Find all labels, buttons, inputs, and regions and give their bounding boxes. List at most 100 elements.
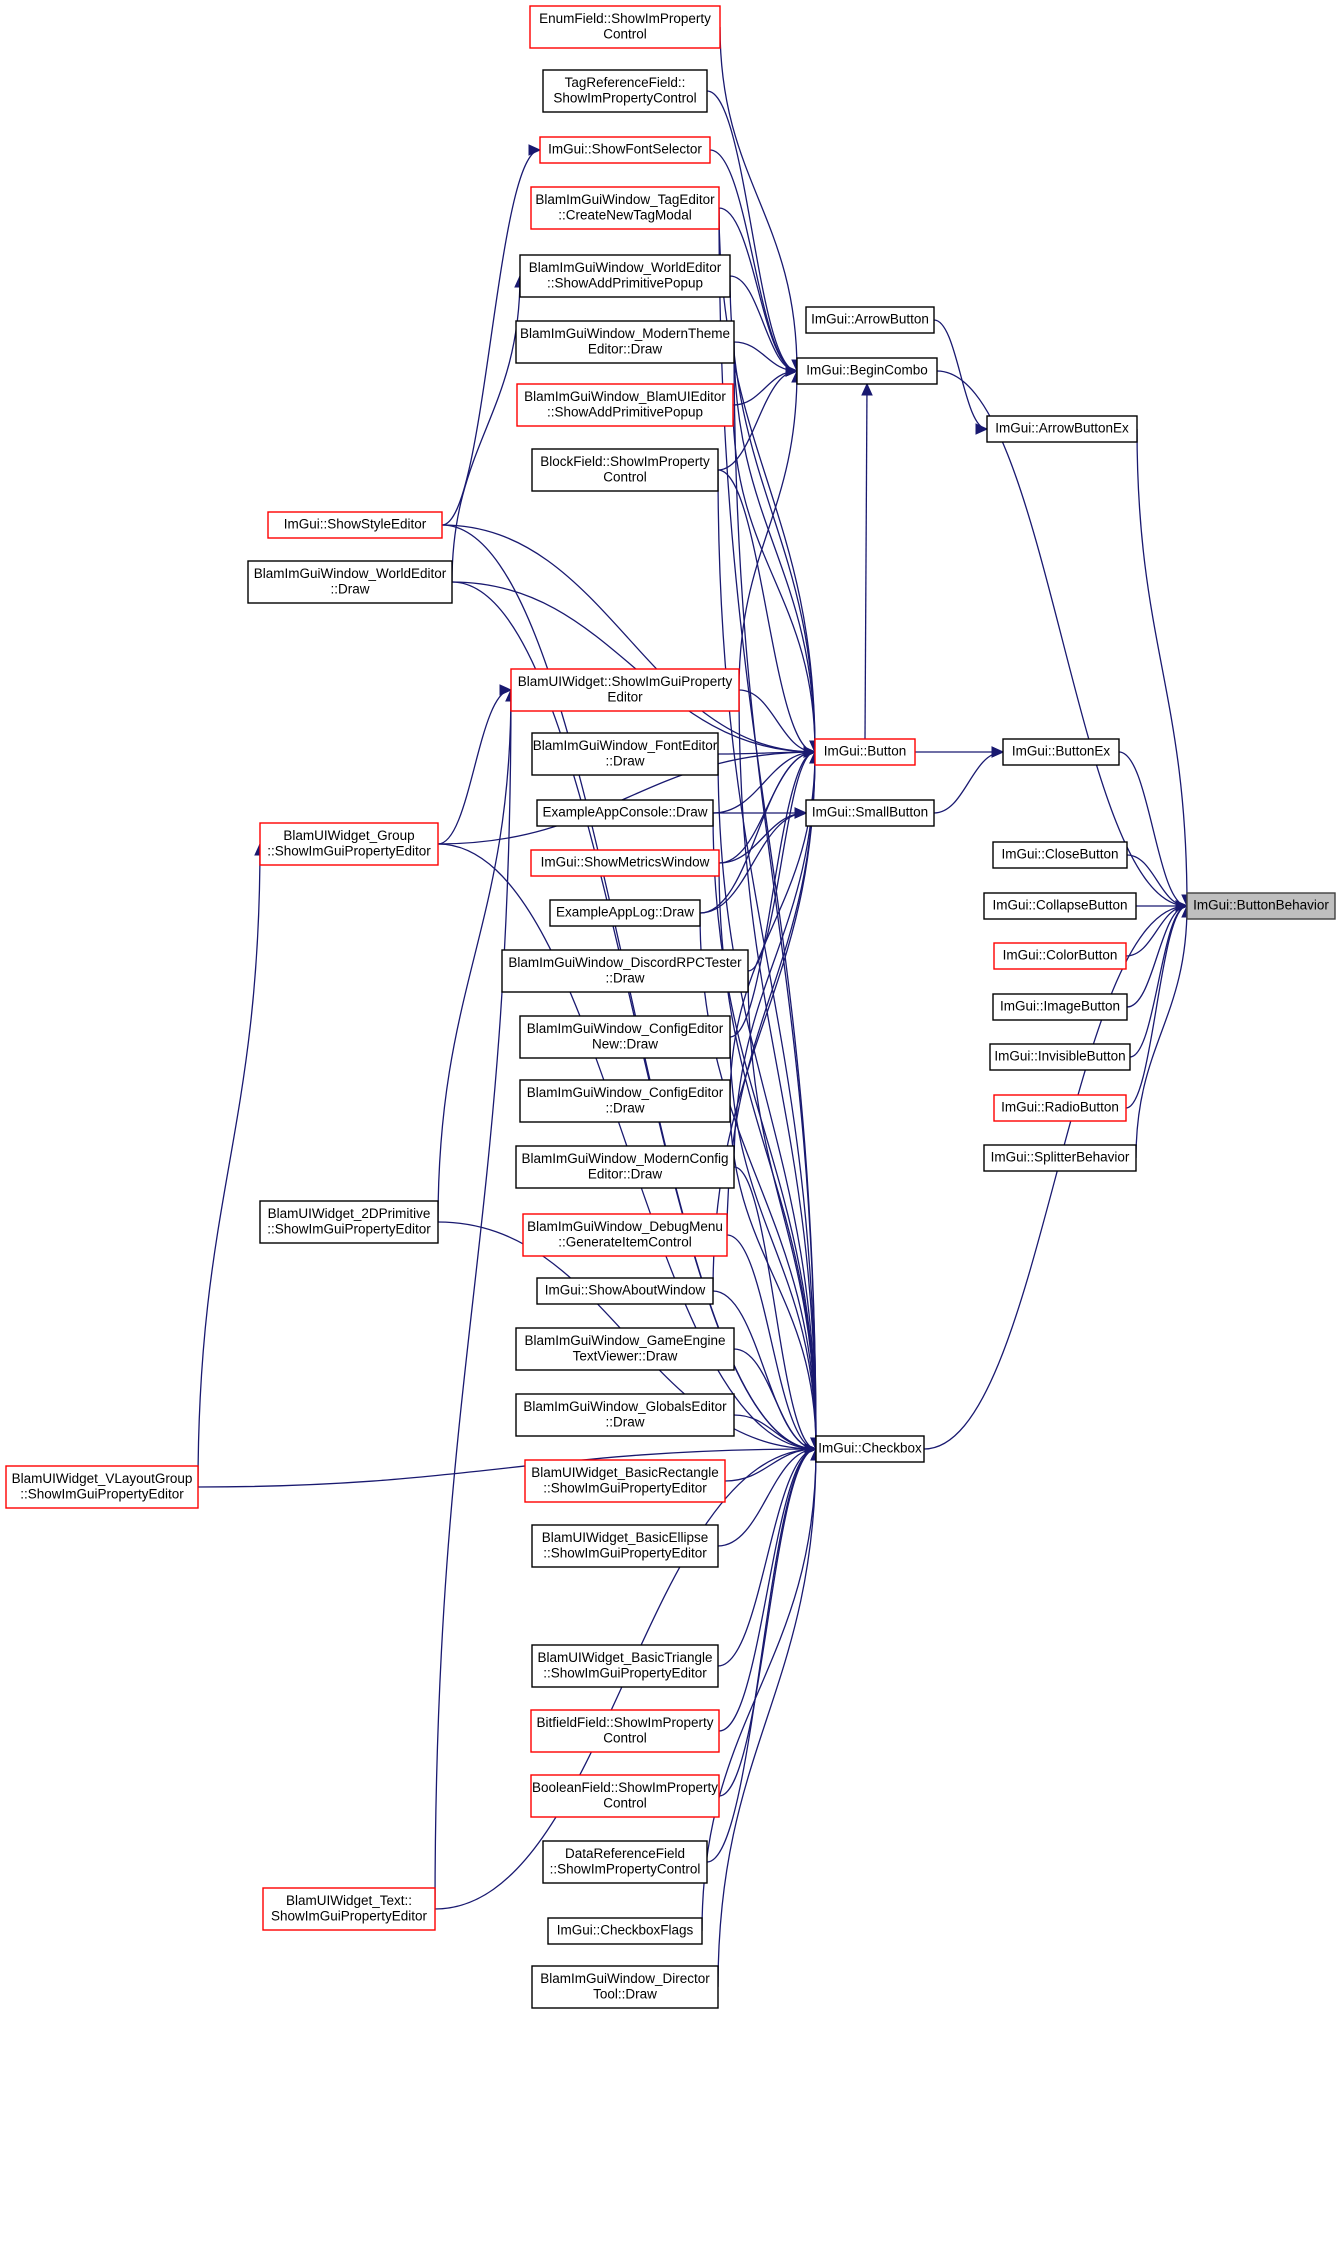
node-box-about[interactable] [536, 1277, 714, 1305]
node-box-basictri[interactable] [531, 1644, 719, 1688]
node-box-smallbutton[interactable] [805, 799, 935, 827]
node-console[interactable]: ExampleAppConsole::Draw [536, 799, 714, 827]
node-smallbutton[interactable]: ImGui::SmallButton [805, 799, 935, 827]
node-boolfield[interactable]: BooleanField::ShowImPropertyControl [530, 1774, 720, 1818]
node-arrowbuttonex[interactable]: ImGui::ArrowButtonEx [986, 415, 1138, 443]
node-box-applog[interactable] [549, 899, 701, 927]
node-box-console[interactable] [536, 799, 714, 827]
node-fonteditor[interactable]: BlamImGuiWindow_FontEditor::Draw [531, 732, 719, 776]
node-dataref[interactable]: DataReferenceField::ShowImPropertyContro… [542, 1840, 708, 1884]
node-uieditor[interactable]: BlamImGuiWindow_BlamUIEditor::ShowAddPri… [516, 383, 734, 427]
node-button[interactable]: ImGui::Button [814, 738, 916, 766]
node-box-invisiblebutton[interactable] [989, 1043, 1131, 1071]
node-uiwidget[interactable]: BlamUIWidget::ShowImGuiPropertyEditor [510, 668, 740, 712]
node-box-group[interactable] [259, 822, 439, 866]
node-box-splitter[interactable] [983, 1144, 1137, 1172]
node-box-basicellipse[interactable] [531, 1524, 719, 1568]
node-tagref[interactable]: TagReferenceField::ShowImPropertyControl [542, 69, 708, 113]
node-box-button[interactable] [814, 738, 916, 766]
node-box-vlayout[interactable] [5, 1465, 199, 1509]
node-box-imagebutton[interactable] [992, 993, 1128, 1021]
node-textw[interactable]: BlamUIWidget_Text::ShowImGuiPropertyEdit… [262, 1887, 436, 1931]
node-box-blockfield[interactable] [531, 448, 719, 492]
node-box-tagref[interactable] [542, 69, 708, 113]
node-box-buttonex[interactable] [1002, 738, 1120, 766]
node-box-radiobutton[interactable] [993, 1094, 1127, 1122]
node-box-basicrect[interactable] [524, 1459, 726, 1503]
node-box-weaddprim[interactable] [519, 254, 731, 298]
node-invisiblebutton[interactable]: ImGui::InvisibleButton [989, 1043, 1131, 1071]
node-collapsebutton[interactable]: ImGui::CollapseButton [983, 892, 1137, 920]
node-bitfield[interactable]: BitfieldField::ShowImPropertyControl [530, 1709, 720, 1753]
node-box-metrics[interactable] [530, 849, 720, 877]
node-box-uiwidget[interactable] [510, 668, 740, 712]
node-box-wedraw[interactable] [247, 560, 453, 604]
node-about[interactable]: ImGui::ShowAboutWindow [536, 1277, 714, 1305]
node-box-debugmenu[interactable] [522, 1213, 728, 1257]
node-box-closebutton[interactable] [992, 841, 1128, 869]
node-checkflags[interactable]: ImGui::CheckboxFlags [547, 1917, 703, 1945]
node-metrics[interactable]: ImGui::ShowMetricsWindow [530, 849, 720, 877]
node-box-modernconfig[interactable] [515, 1145, 735, 1189]
node-box-fonteditor[interactable] [531, 732, 719, 776]
node-radiobutton[interactable]: ImGui::RadioButton [993, 1094, 1127, 1122]
node-box-dataref[interactable] [542, 1840, 708, 1884]
node-vlayout[interactable]: BlamUIWidget_VLayoutGroup::ShowImGuiProp… [5, 1465, 199, 1509]
node-checkbox[interactable]: ImGui::Checkbox [815, 1435, 925, 1463]
node-box-boolfield[interactable] [530, 1774, 720, 1818]
node-box-prim2d[interactable] [259, 1200, 439, 1244]
node-basictri[interactable]: BlamUIWidget_BasicTriangle::ShowImGuiPro… [531, 1644, 719, 1688]
node-box-styleeditor[interactable] [267, 511, 443, 539]
node-group[interactable]: BlamUIWidget_Group::ShowImGuiPropertyEdi… [259, 822, 439, 866]
node-box-checkbox[interactable] [815, 1435, 925, 1463]
node-box-configed[interactable] [519, 1079, 731, 1123]
node-box-colorbutton[interactable] [993, 942, 1127, 970]
node-debugmenu[interactable]: BlamImGuiWindow_DebugMenu::GenerateItemC… [522, 1213, 728, 1257]
node-applog[interactable]: ExampleAppLog::Draw [549, 899, 701, 927]
node-basicellipse[interactable]: BlamUIWidget_BasicEllipse::ShowImGuiProp… [531, 1524, 719, 1568]
node-colorbutton[interactable]: ImGui::ColorButton [993, 942, 1127, 970]
node-box-begincombo[interactable] [796, 357, 938, 385]
node-box-collapsebutton[interactable] [983, 892, 1137, 920]
node-box-enumfield[interactable] [529, 5, 721, 49]
node-box-director[interactable] [531, 1965, 719, 2009]
node-box-textw[interactable] [262, 1887, 436, 1931]
node-box-arrowbuttonex[interactable] [986, 415, 1138, 443]
node-box-showfont[interactable] [539, 136, 711, 164]
node-box-buttonbehavior[interactable] [1186, 892, 1336, 920]
node-splitter[interactable]: ImGui::SplitterBehavior [983, 1144, 1137, 1172]
node-box-moderntheme[interactable] [515, 320, 735, 364]
node-arrowbutton[interactable]: ImGui::ArrowButton [805, 306, 935, 334]
node-buttonex[interactable]: ImGui::ButtonEx [1002, 738, 1120, 766]
node-globals[interactable]: BlamImGuiWindow_GlobalsEditor::Draw [515, 1393, 735, 1437]
node-box-arrowbutton[interactable] [805, 306, 935, 334]
node-tageditor[interactable]: BlamImGuiWindow_TagEditor::CreateNewTagM… [530, 186, 720, 230]
node-box-discord[interactable] [501, 949, 749, 993]
node-basicrect[interactable]: BlamUIWidget_BasicRectangle::ShowImGuiPr… [524, 1459, 726, 1503]
node-gametext[interactable]: BlamImGuiWindow_GameEngineTextViewer::Dr… [515, 1327, 735, 1371]
node-box-globals[interactable] [515, 1393, 735, 1437]
node-box-tageditor[interactable] [530, 186, 720, 230]
node-imagebutton[interactable]: ImGui::ImageButton [992, 993, 1128, 1021]
node-weaddprim[interactable]: BlamImGuiWindow_WorldEditor::ShowAddPrim… [519, 254, 731, 298]
node-box-gametext[interactable] [515, 1327, 735, 1371]
node-discord[interactable]: BlamImGuiWindow_DiscordRPCTester::Draw [501, 949, 749, 993]
node-blockfield[interactable]: BlockField::ShowImPropertyControl [531, 448, 719, 492]
node-box-uieditor[interactable] [516, 383, 734, 427]
node-box-checkflags[interactable] [547, 1917, 703, 1945]
node-buttonbehavior[interactable]: ImGui::ButtonBehavior [1186, 892, 1336, 920]
node-box-bitfield[interactable] [530, 1709, 720, 1753]
node-styleeditor[interactable]: ImGui::ShowStyleEditor [267, 511, 443, 539]
node-closebutton[interactable]: ImGui::CloseButton [992, 841, 1128, 869]
node-prim2d[interactable]: BlamUIWidget_2DPrimitive::ShowImGuiPrope… [259, 1200, 439, 1244]
node-begincombo[interactable]: ImGui::BeginCombo [796, 357, 938, 385]
node-enumfield[interactable]: EnumField::ShowImPropertyControl [529, 5, 721, 49]
node-showfont[interactable]: ImGui::ShowFontSelector [539, 136, 711, 164]
node-wedraw[interactable]: BlamImGuiWindow_WorldEditor::Draw [247, 560, 453, 604]
node-box-confignew[interactable] [519, 1015, 731, 1059]
node-configed[interactable]: BlamImGuiWindow_ConfigEditor::Draw [519, 1079, 731, 1123]
